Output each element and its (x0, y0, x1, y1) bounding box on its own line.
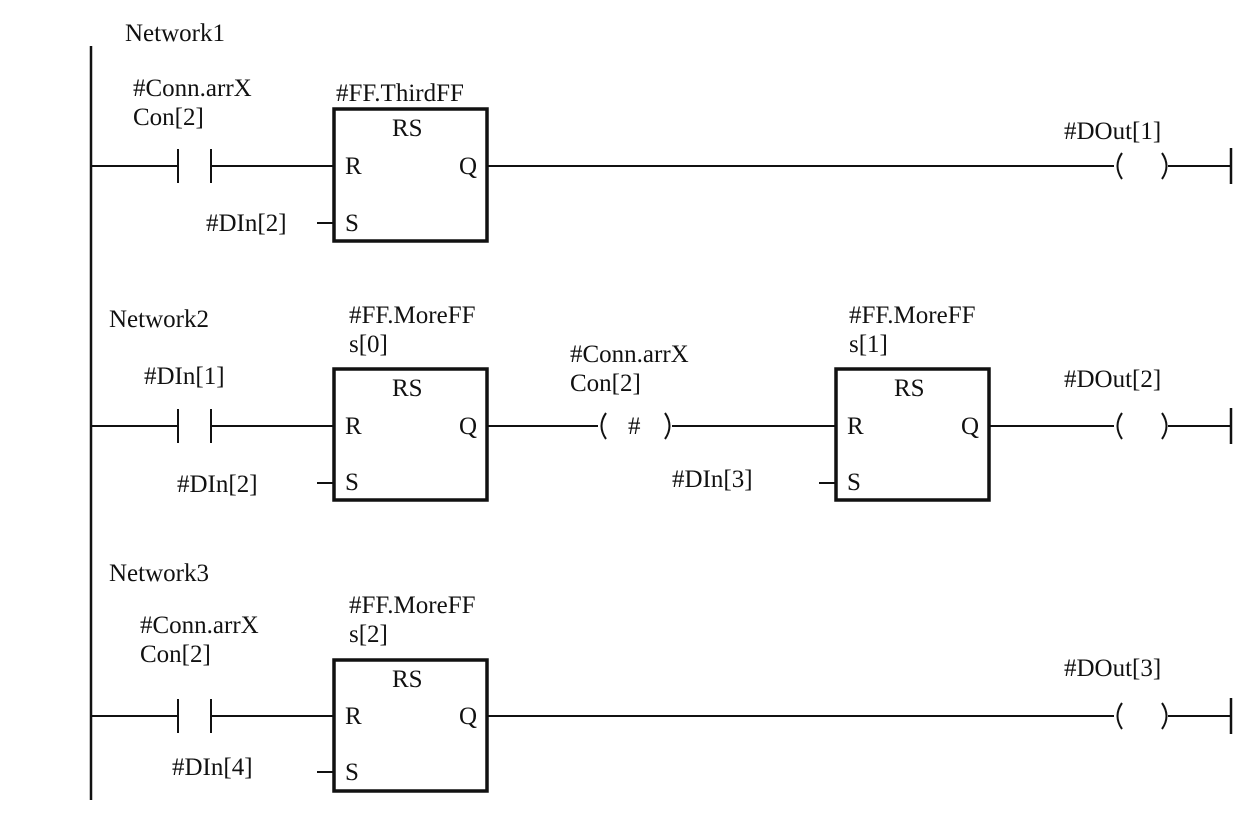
pin-s: S (345, 759, 359, 786)
pin-r: R (345, 413, 362, 440)
output-coil[interactable] (1116, 412, 1168, 440)
s-input-label: #DIn[3] (672, 466, 753, 493)
coil-label: #DOut[3] (1064, 655, 1161, 682)
coil-label: #DOut[2] (1064, 366, 1161, 393)
contact-label-line2: Con[2] (133, 104, 204, 131)
midcoil-label-line2: Con[2] (570, 370, 641, 397)
contact-label-line2: Con[2] (140, 641, 211, 668)
coil-label: #DOut[1] (1064, 118, 1161, 145)
block-type: RS (392, 666, 423, 693)
block-instance-name: #FF.MoreFF (849, 302, 976, 329)
block-type: RS (894, 375, 925, 402)
block-type: RS (392, 375, 423, 402)
s-input-label: #DIn[4] (172, 754, 253, 781)
block-instance-index: s[2] (349, 621, 388, 648)
network-2: Network2 #DIn[1] #FF.MoreFF s[0] RS R Q … (91, 302, 1233, 502)
rs-flip-flop-block[interactable] (332, 367, 489, 502)
rs-flip-flop-block[interactable] (332, 107, 489, 243)
pin-s: S (847, 469, 861, 496)
output-coil[interactable] (1116, 152, 1168, 180)
block-instance-name: #FF.MoreFF (349, 302, 476, 329)
network-3: Network3 #Conn.arrX Con[2] #FF.MoreFF s[… (91, 560, 1233, 793)
network-title: Network3 (109, 560, 209, 587)
rs-flip-flop-block[interactable] (332, 658, 489, 793)
normally-open-contact[interactable] (177, 699, 212, 733)
pin-r: R (345, 153, 362, 180)
s-input-label: #DIn[2] (206, 210, 287, 237)
rs-flip-flop-block[interactable] (834, 367, 991, 502)
pin-q: Q (459, 703, 477, 730)
block-instance-name: #FF.MoreFF (349, 592, 476, 619)
pin-q: Q (961, 413, 979, 440)
block-instance-index: s[1] (849, 331, 888, 358)
contact-label: #Conn.arrX (140, 612, 259, 639)
midcoil-label: #Conn.arrX (570, 341, 689, 368)
normally-open-contact[interactable] (177, 409, 212, 443)
block-instance-name: #FF.ThirdFF (336, 80, 464, 107)
normally-open-contact[interactable] (177, 149, 212, 183)
network-1: Network1 #Conn.arrX Con[2] #FF.ThirdFF R… (91, 20, 1233, 243)
output-coil[interactable] (1116, 702, 1168, 730)
s-input-label: #DIn[2] (177, 471, 258, 498)
block-instance-index: s[0] (349, 331, 388, 358)
network-title: Network1 (125, 20, 225, 47)
block-type: RS (392, 115, 423, 142)
pin-q: Q (459, 153, 477, 180)
midcoil-symbol: # (628, 413, 641, 440)
pin-q: Q (459, 413, 477, 440)
network-title: Network2 (109, 306, 209, 333)
pin-r: R (847, 413, 864, 440)
contact-label: #Conn.arrX (133, 75, 252, 102)
midline-coil[interactable]: # (600, 412, 671, 440)
pin-r: R (345, 703, 362, 730)
pin-s: S (345, 210, 359, 237)
pin-s: S (345, 469, 359, 496)
contact-label: #DIn[1] (144, 363, 225, 390)
